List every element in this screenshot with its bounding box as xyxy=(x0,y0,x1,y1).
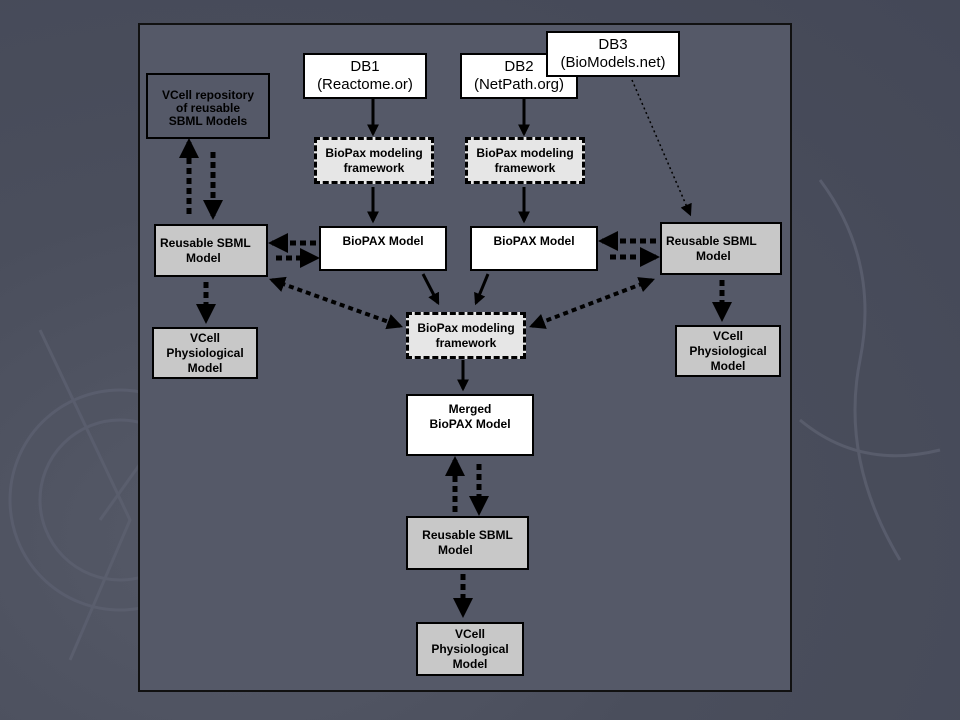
db3-line-2: (BioModels.net) xyxy=(560,54,666,71)
fw2-line-2: framework xyxy=(494,161,556,175)
vcell-right-line-1: VCell xyxy=(712,329,743,343)
vcell-left-line-1: VCell xyxy=(189,331,220,345)
arrow-model2-to-center-fw xyxy=(474,273,490,306)
fw-center-line-1: BioPax modeling xyxy=(417,321,515,335)
sbml-bottom-line-2: Model xyxy=(438,543,473,557)
arrow-right-sbml-center-fw xyxy=(529,277,655,329)
sbml-right-line-1: Reusable SBML xyxy=(666,234,757,248)
fw1-line-1: BioPax modeling xyxy=(325,146,423,160)
merged-biopax-model: Merged BioPAX Model xyxy=(406,394,534,456)
db3-box: DB3 (BioModels.net) xyxy=(546,31,680,77)
db1-box: DB1 (Reactome.or) xyxy=(303,53,427,99)
db1-line-2: (Reactome.or) xyxy=(317,76,413,93)
repo-line-1: VCell repository xyxy=(161,88,255,102)
db3-line-1: DB3 xyxy=(598,36,628,53)
vcell-physiological-bottom: VCell Physiological Model xyxy=(416,622,524,676)
repo-line-2: of reusable xyxy=(175,101,241,115)
vcell-physiological-left: VCell Physiological Model xyxy=(152,327,258,379)
model2-label: BioPAX Model xyxy=(493,234,575,248)
merged-line-2: BioPAX Model xyxy=(429,417,511,431)
fw-center-line-2: framework xyxy=(435,336,497,350)
arrow-db3-to-right-sbml xyxy=(631,79,692,217)
vcell-bottom-line-1: VCell xyxy=(454,627,485,641)
db1-line-1: DB1 xyxy=(350,58,380,75)
vcell-right-line-3: Model xyxy=(710,359,746,373)
vcell-repository-box: VCell repository of reusable SBML Models xyxy=(146,73,270,139)
biopax-model-2: BioPAX Model xyxy=(470,226,598,271)
merged-line-1: Merged xyxy=(448,402,492,416)
biopax-framework-2: BioPax modeling framework xyxy=(465,137,585,184)
vcell-right-line-2: Physiological xyxy=(689,344,767,358)
reusable-sbml-right: Reusable SBML Model xyxy=(660,222,782,275)
db2-line-1: DB2 xyxy=(504,58,534,75)
sbml-left-line-2: Model xyxy=(186,251,221,265)
reusable-sbml-bottom: Reusable SBML Model xyxy=(406,516,529,570)
model1-label: BioPAX Model xyxy=(342,234,424,248)
biopax-model-1: BioPAX Model xyxy=(319,226,447,271)
sbml-left-line-1: Reusable SBML xyxy=(160,236,251,250)
sbml-right-line-2: Model xyxy=(696,249,731,263)
arrow-model1-to-center-fw xyxy=(421,273,440,306)
vcell-bottom-line-3: Model xyxy=(452,657,488,671)
db2-line-2: (NetPath.org) xyxy=(473,76,565,93)
arrow-left-sbml-center-fw xyxy=(268,276,404,330)
biopax-framework-1: BioPax modeling framework xyxy=(314,137,434,184)
sbml-bottom-line-1: Reusable SBML xyxy=(422,528,513,542)
repo-line-3: SBML Models xyxy=(168,114,248,128)
fw1-line-2: framework xyxy=(343,161,405,175)
vcell-bottom-line-2: Physiological xyxy=(431,642,509,656)
vcell-left-line-3: Model xyxy=(187,361,223,375)
reusable-sbml-left: Reusable SBML Model xyxy=(154,224,268,277)
biopax-framework-center: BioPax modeling framework xyxy=(406,312,526,359)
vcell-left-line-2: Physiological xyxy=(166,346,244,360)
vcell-physiological-right: VCell Physiological Model xyxy=(675,325,781,377)
fw2-line-1: BioPax modeling xyxy=(476,146,574,160)
